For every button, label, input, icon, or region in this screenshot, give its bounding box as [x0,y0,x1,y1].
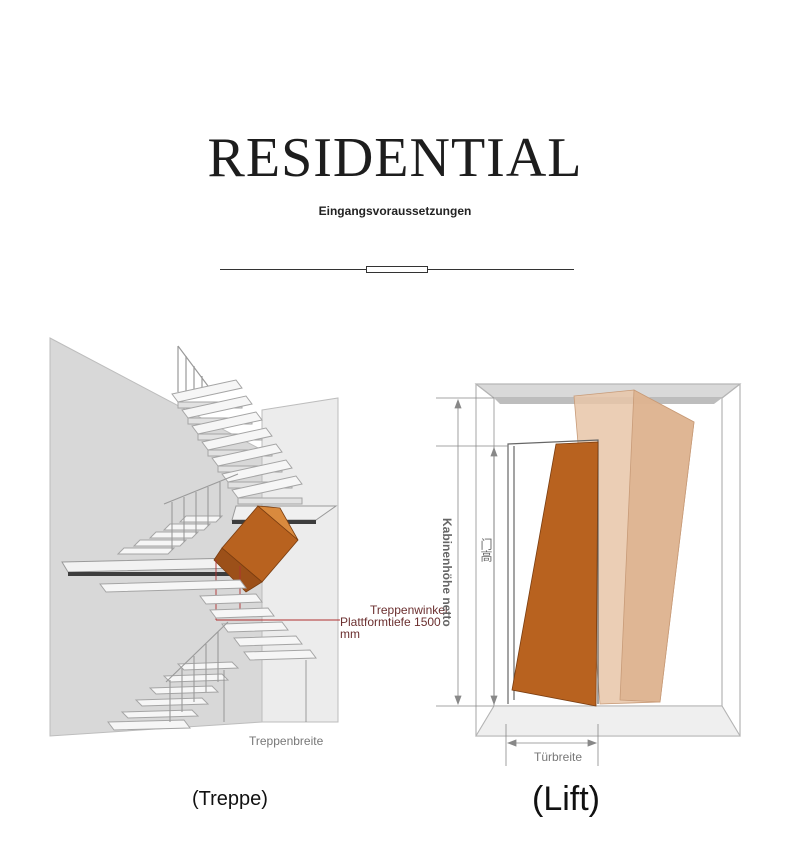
divider-line-left [220,269,366,270]
divider-center-box [366,266,428,273]
label-stair-angle: Treppenwinkel [370,603,448,617]
lift-illustration [436,383,742,766]
lift-floor [475,705,741,737]
moving-box-lift [511,441,599,707]
page-title: RESIDENTIAL [207,127,583,189]
upper-flight [171,379,303,505]
label-platform-depth-unit: mm [340,627,360,641]
moving-box-stairs [213,505,299,593]
page-subtitle: Eingangsvoraussetzungen [318,204,472,218]
upper-handrail [177,345,209,392]
divider-line-right [428,269,574,270]
label-door-height: 门高 [479,538,493,562]
lower-handrail [165,621,229,722]
middle-flight [116,515,224,555]
label-cabin-height: Kabinenhöhe netto [440,518,454,627]
label-stair-width: Treppenbreite [249,734,324,748]
cabin-height-dimension [436,397,494,707]
door-width-dimension [505,724,599,766]
stairs-width-dimension [223,660,307,722]
door-height-dimension [436,445,508,706]
caption-lift: (Lift) [532,780,600,818]
caption-stairs: (Treppe) [192,788,268,810]
middle-handrail [163,473,239,550]
label-platform-depth: Plattformtiefe 1500 [340,615,441,629]
staircase-illustration [49,337,340,737]
moving-box-ghost [573,389,695,705]
lift-door-frame [507,439,599,704]
label-door-width: Türbreite [534,750,583,764]
